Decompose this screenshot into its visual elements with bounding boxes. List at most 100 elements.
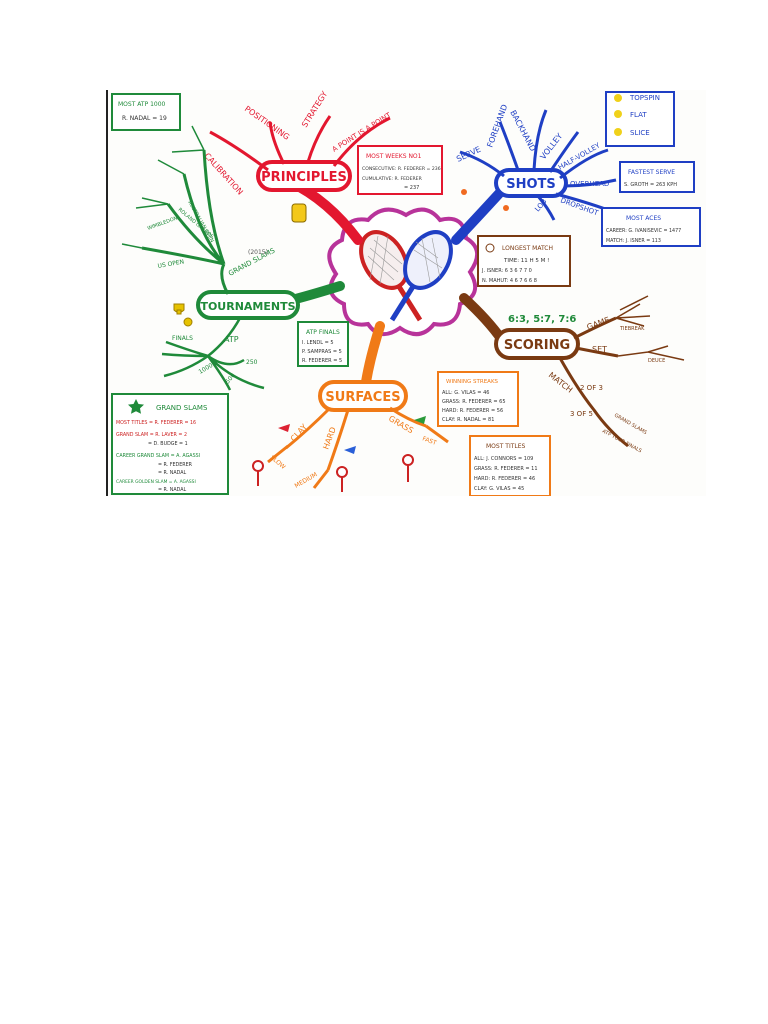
atp-500-twig: 500 — [224, 372, 237, 385]
boxes-longest-match-lines-0: J. ISNER: 6 3 6 7 7 0 — [481, 268, 532, 274]
boxes-longest-match-title: LONGEST MATCH — [502, 245, 553, 252]
box-fastest-serve: FASTEST SERVE S. GROTH = 263 KPH — [619, 161, 695, 193]
note-grand-slams: GRAND SLAMS — [613, 413, 648, 437]
surfaces-node — [318, 380, 408, 412]
branch-shots: SHOTS SERVE FOREHAND BACKHAND VOLLEY HAL… — [451, 103, 617, 245]
slam-us-open: US OPEN — [157, 258, 185, 270]
boxes-most-titles-lines-0: ALL: J. CONNORS = 109 — [474, 456, 533, 462]
twig-backhand: BACKHAND — [508, 109, 537, 153]
note-atp-tour-finals: ATP TOUR FINALS — [601, 428, 643, 454]
tournaments-label: TOURNAMENTS — [200, 300, 295, 313]
twig-set: SET — [592, 345, 607, 354]
topspin-ball-icon — [614, 94, 622, 102]
note-2-of-3: 2 OF 3 — [580, 384, 603, 392]
boxes-spins-items-1: FLAT — [630, 111, 647, 119]
shots-node — [494, 168, 568, 198]
box-most-atp-1000: MOST ATP 1000 R. NADAL = 19 — [111, 93, 181, 131]
twig-overhead: OVERHEAD — [570, 180, 609, 188]
boxes-grand-slams-lines-7: = R. NADAL — [158, 487, 187, 493]
center-image — [327, 207, 479, 336]
trophy-icon — [173, 303, 193, 327]
boxes-grand-slams-lines-0: MOST TITLES = R. FEDERER = 16 — [116, 420, 196, 426]
boxes-fastest-serve-title: FASTEST SERVE — [628, 169, 675, 176]
boxes-winning-streaks-lines-0: ALL: G. VILAS = 46 — [442, 390, 489, 396]
boxes-fastest-serve-line: S. GROTH = 263 KPH — [624, 182, 677, 188]
twig-slow: SLOW — [269, 454, 287, 471]
boxes-most-weeks-lines-2: = 237 — [404, 185, 419, 191]
blue-flag-icon — [344, 446, 356, 454]
boxes-longest-match-time: TIME: 11 H 5 M ! — [503, 258, 549, 264]
box-winning-streaks: WINNING STREAKS ALL: G. VILAS = 46 GRASS… — [437, 371, 519, 427]
boxes-most-aces-lines-0: CAREER: G. IVANISEVIC = 1477 — [606, 228, 681, 234]
twig-forehand: FOREHAND — [485, 103, 509, 149]
twig-game: GAME — [586, 315, 611, 332]
scoring-header: 6:3, 5:7, 7:6 — [508, 314, 576, 325]
boxes-grand-slams-lines-1: GRAND SLAM = R. LAVER = 2 — [116, 432, 187, 438]
ball-can-icon — [291, 203, 307, 223]
boxes-grand-slams-lines-5: = R. NADAL — [158, 470, 187, 476]
atp-finals-twig: FINALS — [172, 335, 193, 342]
slice-ball-icon — [614, 128, 622, 136]
surfaces-label: SURFACES — [325, 390, 400, 405]
note-3-of-5: 3 OF 5 — [570, 410, 593, 418]
green-flag-icon — [414, 416, 426, 424]
tennis-mind-map: PRINCIPLES CALIBRATION POSITIONING STRAT… — [106, 90, 706, 496]
box-most-aces: MOST ACES CAREER: G. IVANISEVIC = 1477 M… — [601, 207, 701, 247]
year-label: (2015) — [248, 249, 268, 256]
box-most-weeks-no1: MOST WEEKS NO1 CONSECUTIVE: R. FEDERER =… — [357, 145, 443, 195]
boxes-grand-slams-lines-4: = R. FEDERER — [158, 462, 193, 468]
box-longest-match: LONGEST MATCH TIME: 11 H 5 M ! J. ISNER:… — [477, 235, 571, 287]
boxes-grand-slams-lines-2: = D. BUDGE = 1 — [148, 441, 188, 447]
boxes-grand-slams-lines-6: CAREER GOLDEN SLAM = A. AGASSI — [116, 479, 196, 485]
boxes-longest-match-lines-1: N. MAHUT: 4 6 7 6 6 8 — [482, 278, 537, 284]
boxes-most-titles-title: MOST TITLES — [486, 443, 526, 450]
atp-1000-twig: 1000 — [198, 362, 215, 376]
principles-label: PRINCIPLES — [261, 170, 347, 185]
boxes-atp-finals-lines-1: P. SAMPRAS = 5 — [302, 349, 342, 355]
tournaments-node — [196, 290, 300, 320]
boxes-atp-finals-lines-0: I. LENDL = 5 — [302, 340, 334, 346]
red-flag-icon — [278, 424, 290, 432]
boxes-most-aces-title: MOST ACES — [626, 215, 661, 222]
court-sign-icon — [252, 454, 414, 492]
atp-250-twig: 250 — [246, 359, 258, 366]
boxes-winning-streaks-lines-2: HARD: R. FEDERER = 56 — [442, 408, 503, 414]
boxes-most-atp-line: R. NADAL = 19 — [122, 115, 167, 122]
boxes-grand-slams-title: GRAND SLAMS — [156, 404, 208, 412]
boxes-winning-streaks-lines-1: GRASS: R. FEDERER = 65 — [442, 399, 506, 405]
tennis-rackets-icon — [359, 230, 453, 322]
boxes-winning-streaks-title: WINNING STREAKS — [446, 379, 499, 385]
scoring-node — [494, 328, 580, 360]
clock-icon — [485, 243, 495, 253]
twig-positioning: POSITIONING — [243, 104, 291, 142]
boxes-atp-finals-title: ATP FINALS — [306, 329, 340, 336]
boxes-winning-streaks-lines-3: CLAY: R. NADAL = 81 — [442, 417, 494, 423]
boxes-grand-slams-lines-3: CAREER GRAND SLAM = A. AGASSI — [116, 453, 200, 459]
twig-fast: FAST — [421, 435, 437, 447]
boxes-most-weeks-title: MOST WEEKS NO1 — [366, 153, 422, 160]
slam-wimbledon: WIMBLEDON — [147, 215, 179, 232]
boxes-most-titles-lines-3: CLAY: G. VILAS = 45 — [474, 486, 524, 492]
scoring-label: SCORING — [504, 338, 570, 353]
boxes-atp-finals-lines-2: R. FEDERER = 5 — [302, 358, 342, 364]
boxes-most-weeks-lines-0: CONSECUTIVE: R. FEDERER = 236 — [362, 166, 441, 172]
principles-node — [256, 160, 352, 192]
branch-surfaces: SURFACES CLAY HARD GRASS SLOW MEDIUM FAS… — [252, 321, 449, 492]
flat-ball-icon — [614, 110, 622, 118]
boxes-most-titles-lines-1: GRASS: R. FEDERER = 11 — [474, 466, 538, 472]
star-icon — [128, 399, 144, 414]
boxes-most-weeks-lines-1: CUMULATIVE: R. FEDERER — [362, 176, 423, 182]
box-atp-finals: ATP FINALS I. LENDL = 5 P. SAMPRAS = 5 R… — [297, 321, 349, 367]
boxes-most-atp-title: MOST ATP 1000 — [118, 101, 166, 108]
twig-grass: GRASS — [387, 414, 415, 435]
twig-deuce: DEUCE — [648, 358, 665, 364]
box-spin-types: TOPSPIN FLAT SLICE — [605, 91, 675, 147]
boxes-most-aces-lines-1: MATCH: J. ISNER = 113 — [606, 238, 661, 244]
twig-tiebreak: TIEBREAK — [619, 326, 645, 332]
boxes-most-titles-lines-2: HARD: R. FEDERER = 46 — [474, 476, 535, 482]
box-grand-slams: GRAND SLAMS MOST TITLES = R. FEDERER = 1… — [111, 393, 229, 495]
atp-twig: ATP — [224, 335, 239, 344]
boxes-spins-items-2: SLICE — [630, 129, 650, 137]
boxes-spins-items-0: TOPSPIN — [629, 94, 660, 102]
box-most-titles: MOST TITLES ALL: J. CONNORS = 109 GRASS:… — [469, 435, 551, 496]
